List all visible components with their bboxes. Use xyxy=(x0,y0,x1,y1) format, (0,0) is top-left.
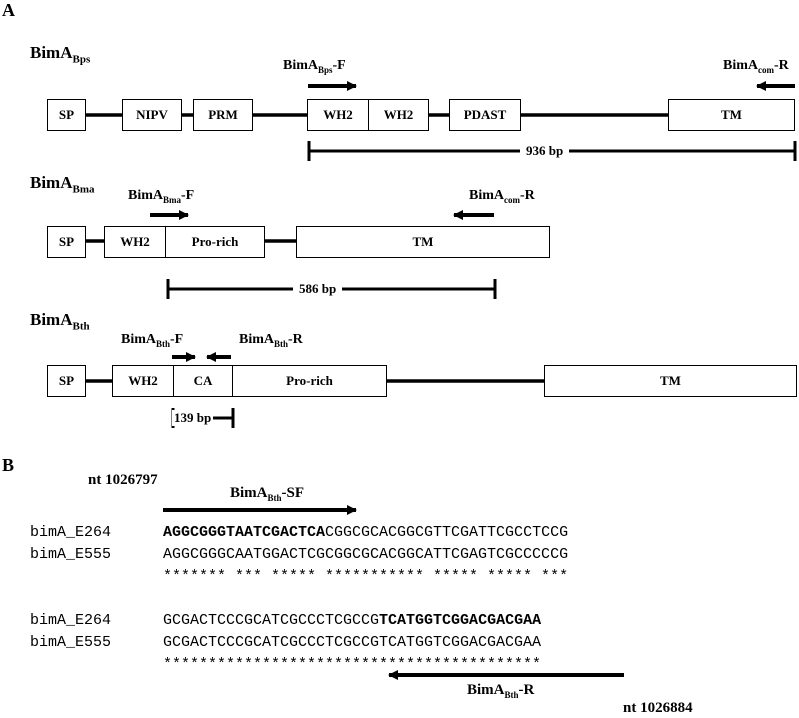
block1-row2-label: bimA_E555 xyxy=(30,546,112,563)
nt-start-label: nt 1026797 xyxy=(88,472,158,488)
gene1-domain-wh2-2: WH2 xyxy=(368,99,429,131)
block1-consensus: ******* *** ***** *********** ***** ****… xyxy=(163,568,569,585)
gene2-domain-tm: TM xyxy=(296,226,550,258)
block2-row2-label: bimA_E555 xyxy=(30,634,112,651)
gene1-title: BimABps xyxy=(30,43,91,66)
gene3-domain-tm: TM xyxy=(544,365,797,397)
gene1-primer-r-label: BimAcom-R xyxy=(723,58,789,75)
block2-consensus: ****************************************… xyxy=(163,656,542,673)
gene2-domain-sp: SP xyxy=(47,226,86,258)
gene1-domain-wh2-1: WH2 xyxy=(307,99,369,131)
gene2-domain-pro-rich: Pro-rich xyxy=(165,226,265,258)
nt-end-label: nt 1026884 xyxy=(623,700,693,716)
block1-row1-label: bimA_E264 xyxy=(30,524,112,541)
block1-row2-seq: AGGCGGGCAATGGACTCGCGGCGCACGGCATTCGAGTCGC… xyxy=(163,546,569,563)
gene3-title: BimABth xyxy=(30,310,90,333)
gene1-domain-prm: PRM xyxy=(193,99,253,131)
block2-row1-seq: GCGACTCCCGCATCGCCCTCGCCGTCATGGTCGGACGACG… xyxy=(163,612,542,629)
gene3-amplicon-size: 139 bp xyxy=(172,410,214,426)
gene1-amplicon-size: 936 bp xyxy=(520,143,570,159)
gene1-domain-tm: TM xyxy=(668,99,795,131)
block2-row2-seq: GCGACTCCCGCATCGCCCTCGCCGTCATGGTCGGACGACG… xyxy=(163,634,542,651)
sf-primer-label: BimABth-SF xyxy=(230,485,305,503)
gene3-domain-pro-rich: Pro-rich xyxy=(232,365,387,397)
block1-row1-seq: AGGCGGGTAATCGACTCACGGCGCACGGCGTTCGATTCGC… xyxy=(163,524,569,541)
gene1-domain-sp: SP xyxy=(47,99,86,131)
gene2-amplicon-size: 586 bp xyxy=(293,281,343,297)
gene3-domain-sp: SP xyxy=(47,365,86,397)
gene3-primer-f-label: BimABth-F xyxy=(121,332,184,349)
panel-a-label: A xyxy=(2,0,15,20)
gene3-domain-wh2: WH2 xyxy=(112,365,174,397)
gene2-primer-f-label: BimABma-F xyxy=(128,188,195,205)
gene1-primer-f-label: BimABps-F xyxy=(283,58,346,75)
r-primer-label: BimABth-R xyxy=(467,682,535,700)
gene2-domain-wh2: WH2 xyxy=(104,226,166,258)
gene2-title: BimABma xyxy=(30,173,95,196)
gene1-domain-pdast: PDAST xyxy=(449,99,521,131)
gene2-primer-r-label: BimAcom-R xyxy=(469,188,535,205)
block2-row1-label: bimA_E264 xyxy=(30,612,112,629)
panel-b-label: B xyxy=(2,455,15,475)
gene3-domain-ca: CA xyxy=(173,365,233,397)
gene3-primer-r-label: BimABth-R xyxy=(239,332,303,349)
gene1-domain-nipv: NIPV xyxy=(122,99,182,131)
